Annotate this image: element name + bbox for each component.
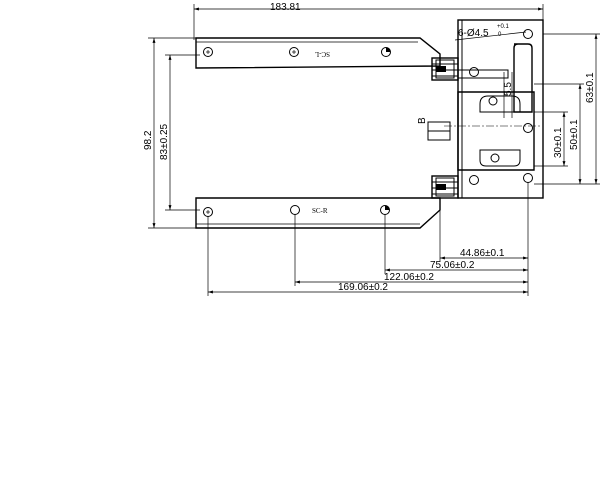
dim-50-label: 50±0.1 (569, 119, 580, 150)
hole-tol-upper: +0.1 (497, 24, 510, 30)
dim-30: 30±0.1 (534, 111, 568, 167)
section-marker: B (417, 117, 451, 141)
dim-44-label: 44.86±0.1 (460, 248, 505, 259)
hole (203, 47, 213, 57)
dim-overall-width-label: 183.81 (270, 2, 301, 13)
bottom-plate-label: SC-R (312, 207, 328, 215)
hole (523, 173, 533, 183)
dim-inner-height-label: 83±0.25 (159, 123, 170, 160)
dim-30-label: 30±0.1 (553, 127, 564, 158)
hole (523, 29, 533, 39)
hole-callout: 6-Ø4.5 +0.1 0 (454, 24, 527, 41)
dim-169: 169.06±0.2 (207, 216, 528, 296)
hole (523, 123, 533, 133)
dim-total-height-label: 98.2 (143, 130, 154, 150)
hole (289, 47, 299, 57)
dim-169-label: 169.06±0.2 (338, 282, 388, 293)
section-label: B (417, 117, 428, 124)
dim-44: 44.86±0.1 (439, 182, 529, 296)
dim-overall-width: 183.81 (193, 2, 544, 40)
dim-50: 50±0.1 (534, 83, 584, 184)
dim-63-label: 63±0.1 (585, 72, 596, 103)
dim-slot-label: 5.5 (503, 82, 514, 96)
dim-slot: 5.5 (503, 72, 514, 118)
hole (290, 205, 300, 215)
dim-75: 75.06±0.2 (384, 214, 528, 274)
dim-122-label: 122.06±0.2 (384, 272, 434, 283)
dim-total-height: 98.2 (143, 37, 196, 229)
top-plate: SC-L (195, 37, 441, 69)
hole (469, 175, 479, 185)
mounting-bracket (444, 19, 544, 199)
top-knuckle (431, 57, 459, 81)
hole-callout-label: 6-Ø4.5 (458, 28, 489, 39)
dim-122: 122.06±0.2 (294, 214, 528, 286)
hole-tol-lower: 0 (498, 32, 502, 38)
bottom-plate: SC-R (195, 197, 441, 229)
bottom-knuckle (431, 175, 459, 199)
dim-inner-height: 83±0.25 (159, 54, 200, 211)
dim-63: 63±0.1 (534, 33, 600, 185)
dim-75-label: 75.06±0.2 (430, 260, 475, 271)
top-plate-label: SC-L (315, 50, 330, 58)
hole (469, 67, 479, 77)
